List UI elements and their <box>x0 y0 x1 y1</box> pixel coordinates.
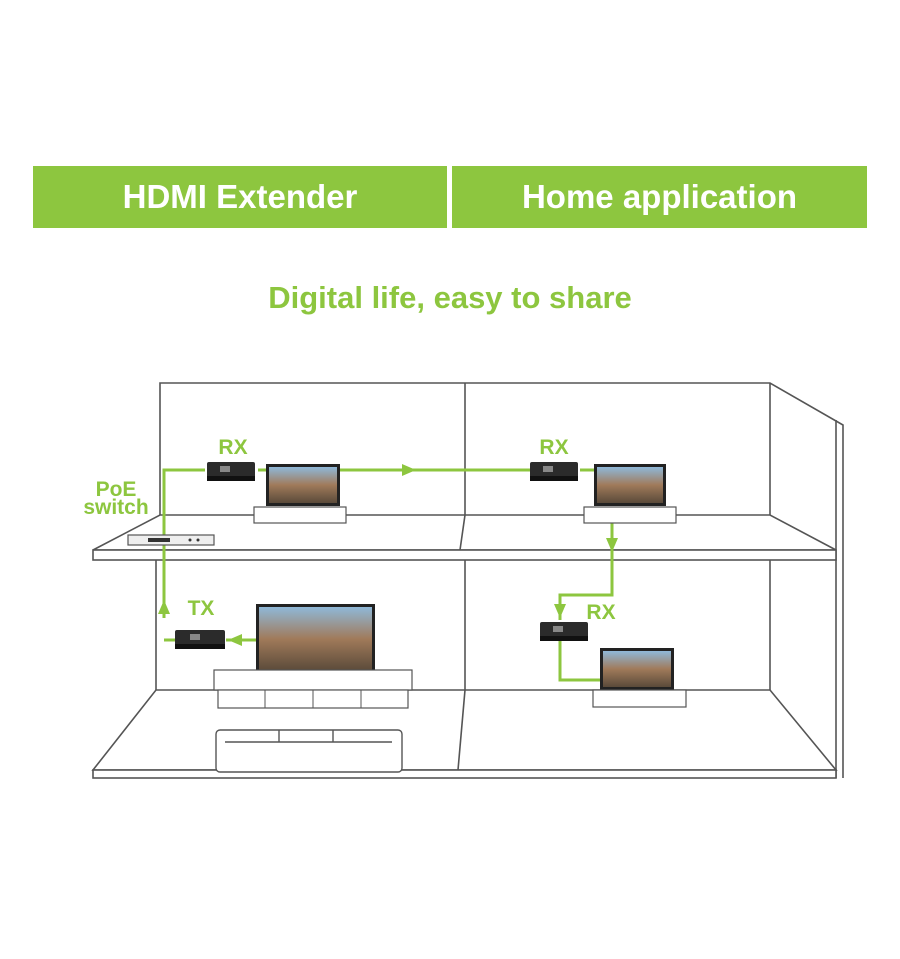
poe-switch-label-line2: switch <box>83 496 148 519</box>
ground-floor-edge <box>92 769 837 779</box>
signal-arrows <box>158 464 618 646</box>
tx-label: TX <box>188 597 215 620</box>
arrow-down-icon <box>606 538 618 552</box>
subtitle: Digital life, easy to share <box>268 280 632 315</box>
header-left-banner: HDMI Extender <box>33 166 447 228</box>
tx-device-icon <box>175 630 225 649</box>
arrow-left-icon <box>228 634 242 646</box>
rx-device-icon-bottom-right <box>540 622 588 641</box>
rx-label-top-left: RX <box>218 436 247 459</box>
rx-label-bottom-right: RX <box>586 601 615 624</box>
rx-device-icon-top-left <box>207 462 255 481</box>
poe-switch-icon <box>127 534 215 546</box>
upper-floor-divider <box>459 514 466 551</box>
upper-floor-edge <box>92 549 837 561</box>
sofa-icon <box>215 729 403 773</box>
rx-device-icon-top-right <box>530 462 578 481</box>
header-left-title: HDMI Extender <box>122 178 358 215</box>
signal-paths <box>162 468 614 682</box>
header-right-banner: Home application <box>452 166 867 228</box>
tv-icon-upper-right <box>583 464 677 524</box>
path-rx-bottom-to-tv <box>558 640 604 682</box>
tv-icon-upper-left <box>253 464 347 524</box>
tv-icon-lower-right <box>592 648 687 708</box>
poe-switch-label-line1: PoE <box>96 478 137 501</box>
arrow-down-icon-2 <box>554 604 566 618</box>
tv-icon-lower-left <box>213 604 413 709</box>
arrow-up-icon <box>158 600 170 614</box>
rx-label-top-right: RX <box>539 436 568 459</box>
arrow-right-icon <box>402 464 416 476</box>
header-right-title: Home application <box>521 178 798 215</box>
path-switch-to-rx-left <box>162 468 205 618</box>
house-outline <box>91 382 844 779</box>
ground-floor-divider <box>457 689 466 771</box>
